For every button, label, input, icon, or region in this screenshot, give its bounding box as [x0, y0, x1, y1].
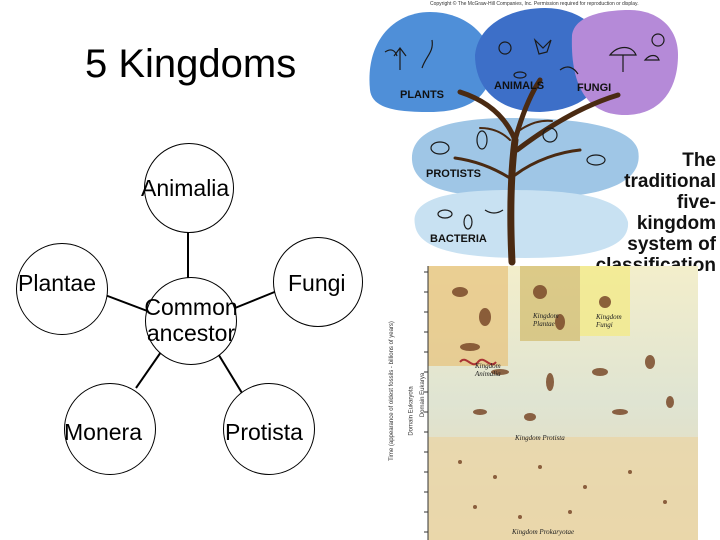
time-axis-ticks	[424, 271, 428, 533]
heading-line-5: system of	[627, 234, 716, 255]
kingdom-plantae-line-1: Kingdom	[533, 312, 559, 320]
kingdom-fungi-line-1: Kingdom	[596, 313, 622, 321]
line-fungi-center	[229, 290, 278, 311]
plantae-band	[428, 266, 508, 366]
fungi-blob	[571, 10, 678, 115]
label-plantae: Plantae	[18, 270, 97, 296]
heading-line-3: five-	[676, 192, 716, 213]
kingdom-animalia-line-1: Kingdom	[475, 362, 501, 370]
worm-sketch	[459, 358, 497, 366]
fungi-label: FUNGI	[577, 82, 612, 94]
bacteria-blob	[414, 190, 629, 258]
node-protista	[223, 383, 315, 475]
kingdom-plantae-label: Kingdom Plantae	[533, 312, 559, 328]
kingdom-plantae-line-2: Plantae	[533, 320, 555, 328]
copyright-notice: Copyright © The McGraw-Hill Companies, I…	[430, 1, 639, 7]
tree-trunk	[453, 77, 621, 266]
label-common-ancestor: Common ancestor	[135, 294, 247, 346]
domain-eukaryota-label: Domain Eukaryota	[408, 386, 415, 436]
plants-label: PLANTS	[400, 89, 444, 101]
line-plantae-center	[104, 294, 151, 313]
organism-specks	[452, 285, 674, 519]
protists-blob	[411, 118, 639, 198]
bacteria-label: BACTERIA	[430, 233, 487, 245]
prokaryotae-band	[428, 437, 698, 540]
fungi-band-dark	[520, 266, 580, 341]
organism-sketches	[384, 33, 665, 230]
domain-eukarya-label: Domain Eukarya	[420, 372, 427, 418]
protists-label: PROTISTS	[426, 168, 482, 180]
five-kingdom-heading: The traditional five- kingdom system of …	[596, 150, 716, 276]
label-monera: Monera	[64, 419, 142, 445]
label-common: Common	[144, 294, 238, 320]
heading-line-2: traditional	[624, 171, 716, 192]
line-monera-center	[135, 351, 162, 389]
kingdom-tree-figure	[369, 8, 678, 266]
animals-label: ANIMALS	[494, 80, 545, 92]
node-plantae	[16, 243, 108, 335]
plants-blob	[369, 12, 492, 112]
node-common-ancestor	[145, 277, 237, 365]
kingdom-animalia-line-2: Animalia	[475, 370, 501, 378]
node-monera	[64, 383, 156, 475]
line-protista-center	[216, 351, 243, 394]
node-animalia	[144, 143, 234, 233]
label-protista: Protista	[225, 419, 303, 445]
heading-line-4: kingdom	[636, 213, 716, 234]
connector-lines	[104, 230, 278, 394]
label-animalia: Animalia	[141, 175, 230, 201]
time-axis-label: Time (appearance of oldest fossils - bil…	[388, 321, 395, 461]
kingdom-fungi-line-2: Fungi	[596, 321, 613, 329]
heading-line-1: The	[682, 150, 716, 171]
kingdom-prokaryotae-label: Kingdom Prokaryotae	[512, 528, 575, 536]
kingdom-animalia-label: Kingdom Animalia	[475, 362, 501, 378]
label-ancestor: ancestor	[146, 320, 236, 346]
label-fungi: Fungi	[288, 270, 346, 296]
kingdom-fungi-label: Kingdom Fungi	[596, 313, 622, 329]
slide-title: 5 Kingdoms	[85, 42, 297, 86]
kingdom-protista-label: Kingdom Protista	[515, 434, 565, 442]
node-fungi	[273, 237, 363, 327]
time-scale-figure	[424, 266, 698, 540]
